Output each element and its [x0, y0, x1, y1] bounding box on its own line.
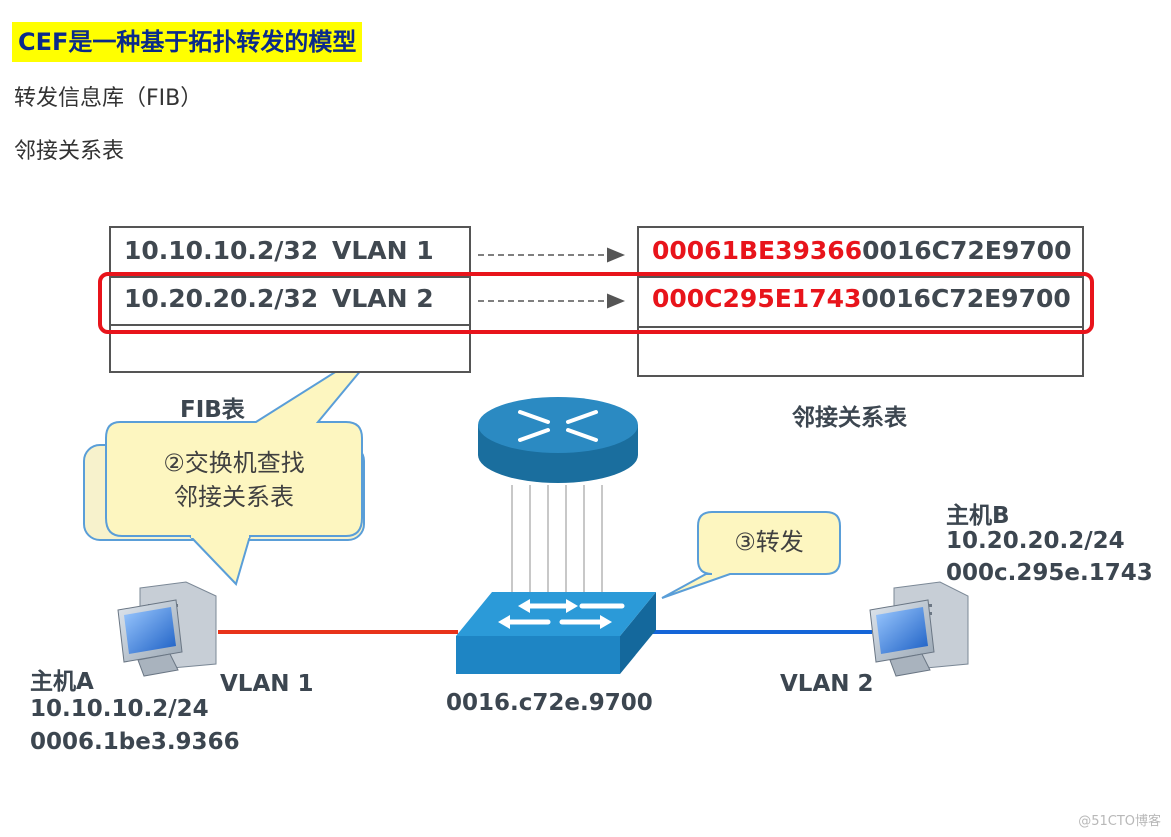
host-b-name: 主机B [946, 503, 1010, 529]
callout-lookup-line-1: ②交换机查找 [163, 449, 305, 477]
switch-icon [456, 592, 656, 674]
callout-forward-text: ③转发 [734, 528, 804, 556]
switch-mac: 0016.c72e.9700 [446, 690, 653, 716]
watermark: @51CTO博客 [1078, 814, 1161, 829]
fib-row-1-ip: 10.10.10.2/32 [124, 236, 319, 265]
callout-lookup-text: ②交换机查找 邻接关系表 [106, 446, 362, 514]
adjacency-table [637, 226, 1084, 377]
host-a-ip: 10.10.10.2/24 [30, 696, 209, 722]
page-title: CEF是一种基于拓扑转发的模型 [12, 22, 363, 62]
callout-lookup-bubble [105, 339, 387, 537]
fib-table-label: FIB表 [180, 397, 245, 423]
vlan2-label: VLAN 2 [780, 671, 874, 697]
router-icon [478, 397, 638, 483]
router-switch-cables [511, 485, 603, 602]
adj-row-2-dst-mac: 000C295E1743 [652, 284, 862, 313]
vlan1-label: VLAN 1 [220, 671, 314, 697]
row-highlight [98, 272, 1094, 334]
host-a-name: 主机A [30, 669, 94, 695]
fib-row-1-vlan: VLAN 1 [332, 236, 434, 265]
adj-row-2: 000C295E17430016C72E9700 [652, 284, 1071, 313]
host-a-mac: 0006.1be3.9366 [30, 729, 240, 755]
adj-row-1-src-mac: 0016C72E9700 [862, 236, 1072, 265]
callout-lookup-line-2: 邻接关系表 [174, 483, 294, 511]
host-b-ip: 10.20.20.2/24 [946, 528, 1125, 554]
adjacency-table-label: 邻接关系表 [792, 405, 907, 431]
fib-row-2-vlan: VLAN 2 [332, 284, 434, 313]
bullet-fib: 转发信息库（FIB） [14, 86, 203, 111]
adj-row-1-dst-mac: 00061BE39366 [652, 236, 863, 265]
fib-table [109, 226, 471, 373]
adj-row-2-src-mac: 0016C72E9700 [861, 284, 1071, 313]
host-b-mac: 000c.295e.1743 [946, 560, 1153, 586]
fib-row-2-ip: 10.20.20.2/32 [124, 284, 319, 313]
adj-row-1: 00061BE393660016C72E9700 [652, 236, 1071, 265]
callout-forward-bubble [661, 511, 841, 599]
bullet-adjacency: 邻接关系表 [14, 139, 125, 164]
callout-lookup-tail [187, 535, 252, 586]
host-b-computer-icon [869, 581, 969, 677]
host-a-computer-icon [117, 581, 217, 677]
